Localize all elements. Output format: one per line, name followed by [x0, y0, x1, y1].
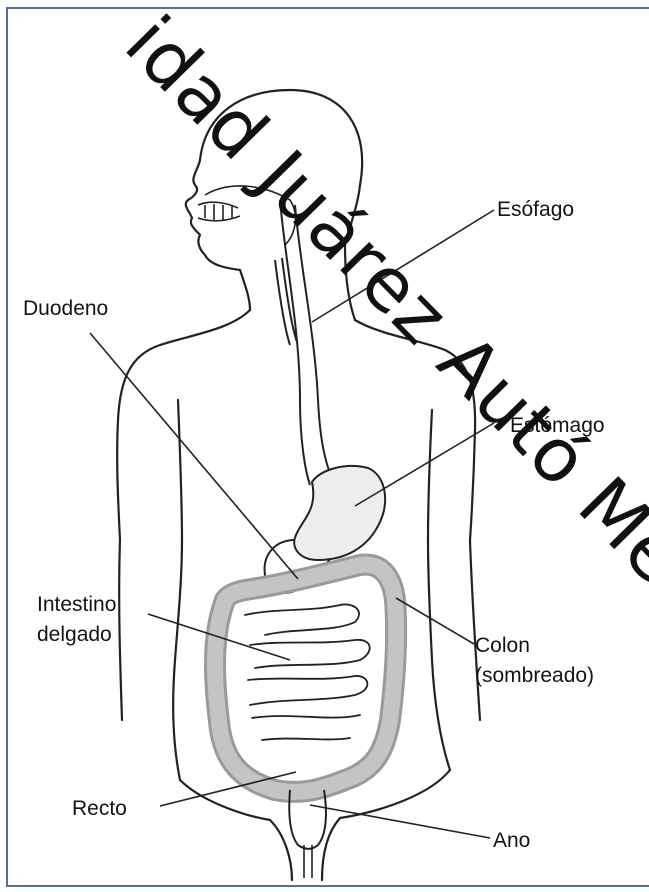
left-shoulder: [117, 310, 250, 540]
label-intestino-delgado-line1: Intestino: [37, 592, 116, 618]
label-duodeno: Duodeno: [23, 296, 108, 322]
right-torso: [428, 410, 450, 770]
left-arm: [119, 540, 122, 720]
label-ano: Ano: [493, 828, 530, 854]
trachea-lines: [275, 258, 297, 345]
label-intestino-delgado-line2: delgado: [37, 622, 112, 648]
small-intestine-coils: [245, 604, 370, 740]
mouth-teeth: [198, 202, 240, 221]
label-recto: Recto: [72, 796, 127, 822]
label-esofago: Esófago: [497, 197, 574, 223]
leader-duodeno: [90, 333, 298, 579]
anal-canal: [304, 845, 312, 878]
leader-colon: [396, 598, 474, 644]
label-colon-line2: (sombreado): [475, 663, 594, 689]
left-torso: [173, 400, 182, 780]
label-colon-line1: Colon: [475, 633, 530, 659]
right-arm: [470, 540, 480, 720]
